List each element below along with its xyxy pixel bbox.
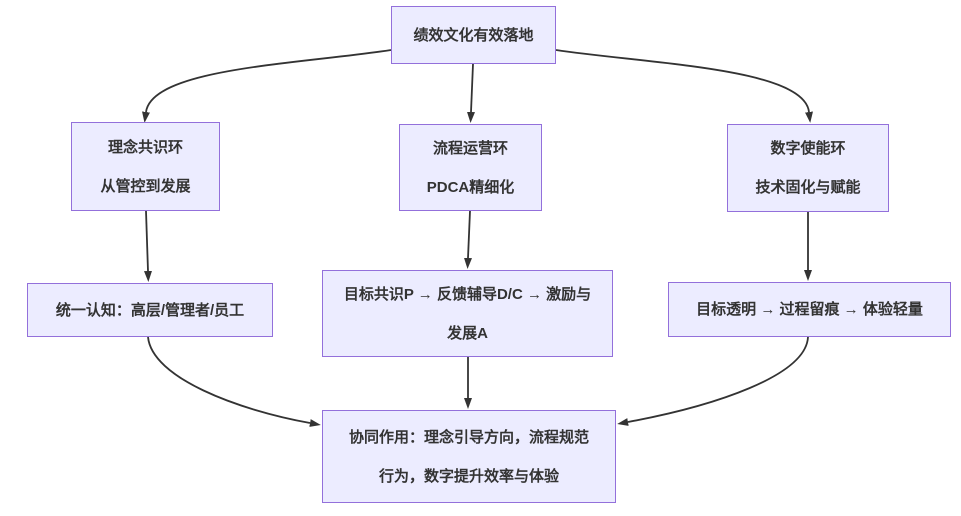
node-concept-detail-label: 统一认知：高层/管理者/员工 (55, 301, 245, 319)
node-concept-loop: 理念共识环 从管控到发展 (71, 122, 220, 211)
node-process-detail-label-line-1: 目标共识P → 反馈辅导D/C → 激励与 (343, 285, 592, 303)
node-digital-loop-label-line-1: 数字使能环 (770, 140, 846, 157)
node-synergy-label-line-2: 行为，数字提升效率与体验 (378, 467, 559, 485)
node-process-detail-label-line-2: 发展A (447, 324, 488, 342)
edge-root-to-digital-loop (555, 49, 813, 123)
node-concept-loop-label-line-2: 从管控到发展 (100, 177, 191, 195)
edge-root-to-concept-loop (142, 49, 392, 123)
edge-root-to-process-loop (467, 63, 475, 123)
edge-process-loop-to-process-detail (464, 210, 472, 269)
node-digital-detail: 目标透明 → 过程留痕 → 体验轻量 (668, 282, 951, 337)
edge-digital-detail-to-synergy (617, 336, 809, 426)
node-synergy: 协同作用：理念引导方向，流程规范 行为，数字提升效率与体验 (322, 410, 616, 503)
node-process-loop: 流程运营环 PDCA精细化 (399, 124, 542, 211)
edge-concept-loop-to-concept-detail (144, 210, 152, 282)
node-root-label: 绩效文化有效落地 (413, 26, 534, 44)
node-digital-loop-label-line-2: 技术固化与赋能 (755, 179, 861, 196)
node-root: 绩效文化有效落地 (391, 6, 556, 64)
node-concept-detail: 统一认知：高层/管理者/员工 (27, 283, 273, 337)
node-process-loop-label-line-1: 流程运营环 (432, 139, 508, 157)
node-digital-loop: 数字使能环 技术固化与赋能 (727, 124, 889, 212)
node-digital-detail-label: 目标透明 → 过程留痕 → 体验轻量 (696, 301, 923, 318)
edge-concept-detail-to-synergy (147, 336, 321, 427)
node-process-loop-label-line-2: PDCA精细化 (426, 178, 515, 196)
node-process-detail: 目标共识P → 反馈辅导D/C → 激励与 发展A (322, 270, 613, 357)
node-concept-loop-label-line-1: 理念共识环 (107, 138, 183, 156)
node-synergy-label-line-1: 协同作用：理念引导方向，流程规范 (348, 428, 589, 446)
